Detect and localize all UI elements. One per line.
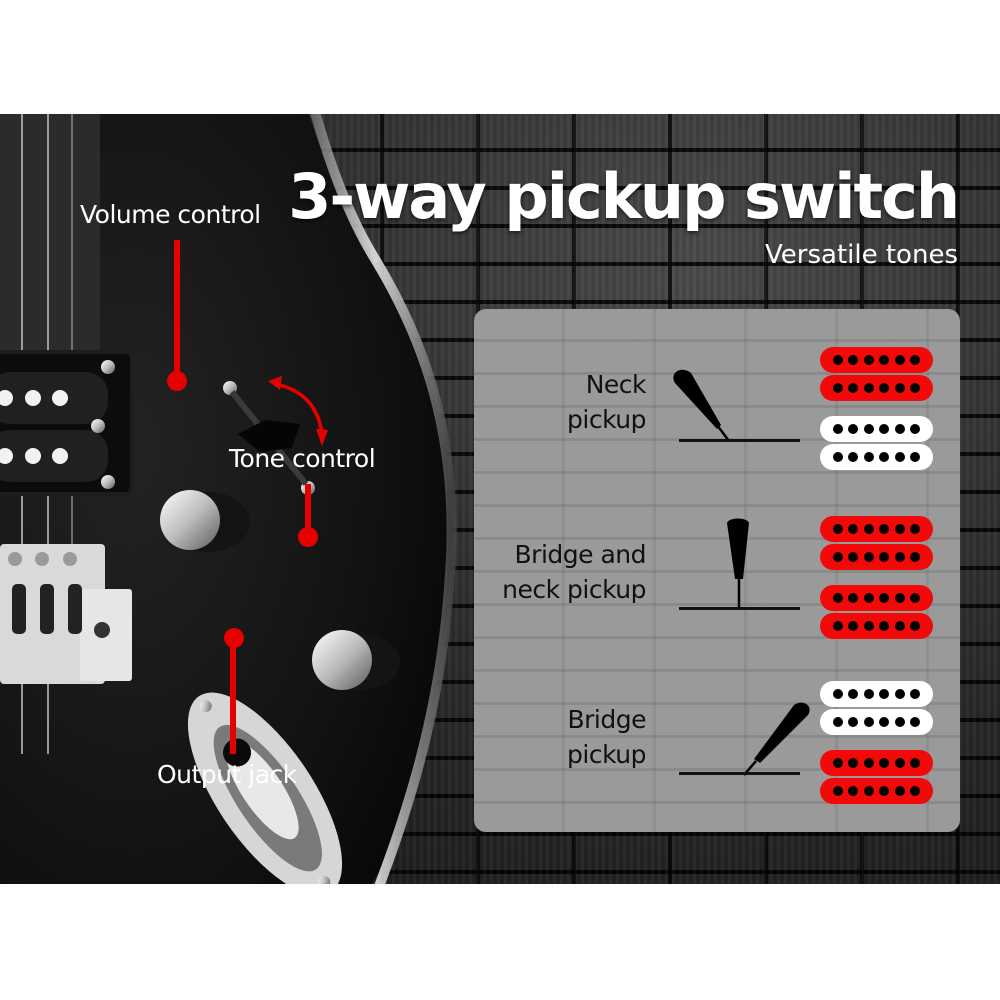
guitar-body-illustration (0, 114, 457, 884)
volume-control-marker (167, 371, 187, 391)
volume-control-pointer (174, 240, 180, 380)
label-line: neck pickup (502, 575, 646, 604)
lever-upright-icon (727, 518, 749, 607)
tone-control-pointer (305, 484, 311, 534)
label-line: Bridge and (514, 540, 647, 569)
pickup-positions-panel: Neck pickup Bridge and neck pickup Bridg… (474, 309, 960, 832)
label-line: Neck (585, 370, 647, 399)
bridge-pickup-top-coil-active (820, 750, 933, 776)
headline-subtitle: Versatile tones (765, 240, 958, 270)
neck-pickup-bottom-coil-active (820, 544, 933, 570)
lever-baseline (679, 607, 800, 610)
bridge-pickup-bottom-coil-inactive (820, 444, 933, 470)
neck-pickup-bottom-coil-inactive (820, 709, 933, 735)
lever-baseline (679, 439, 800, 442)
neck-pickup-bottom-coil-active (820, 375, 933, 401)
position-label-bridge-and-neck: Bridge and neck pickup (502, 537, 646, 607)
lever-tilted-left-icon (673, 369, 730, 442)
neck-pickup-top-coil-inactive (820, 681, 933, 707)
lever-baseline (679, 772, 800, 775)
output-jack-pointer (230, 638, 236, 754)
label-line: pickup (567, 740, 646, 769)
label-line: pickup (567, 405, 646, 434)
output-jack-label: Output jack (157, 760, 297, 789)
tone-control-marker (298, 527, 318, 547)
volume-control-label: Volume control (80, 200, 261, 229)
product-image: 3-way pickup switch Versatile tones Volu… (0, 114, 1000, 884)
bridge-pickup-bottom-coil-active (820, 613, 933, 639)
tone-control-label: Tone control (229, 444, 376, 473)
neck-pickup-top-coil-active (820, 516, 933, 542)
bridge-pickup-top-coil-inactive (820, 416, 933, 442)
position-label-bridge: Bridge pickup (567, 702, 646, 772)
neck-pickup-top-coil-active (820, 347, 933, 373)
bridge-pickup-bottom-coil-active (820, 778, 933, 804)
bridge-pickup-top-coil-active (820, 585, 933, 611)
position-label-neck: Neck pickup (567, 367, 646, 437)
label-line: Bridge (567, 705, 647, 734)
lever-tilted-right-icon (743, 702, 810, 776)
headline-title: 3-way pickup switch (288, 160, 960, 233)
